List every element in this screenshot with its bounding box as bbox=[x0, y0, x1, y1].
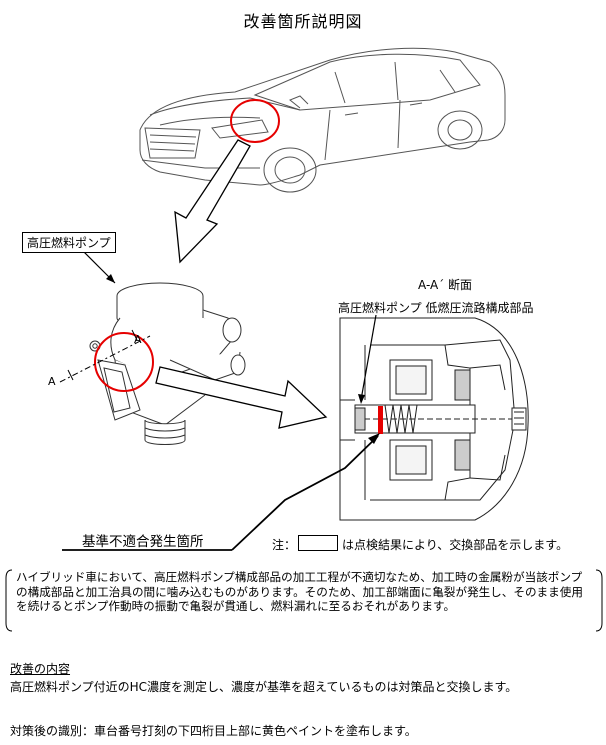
highlight-circle-car bbox=[230, 99, 280, 143]
section-highlight-part bbox=[378, 406, 383, 434]
arrow-car-to-pump bbox=[174, 139, 251, 264]
section-marker-a-left: A bbox=[48, 375, 56, 388]
page-title: 改善箇所説明図 bbox=[243, 12, 363, 31]
legend-box bbox=[298, 535, 338, 551]
improvement-body: 高圧燃料ポンプ付近のHC濃度を測定し、濃度が基準を超えているものは対策品と交換し… bbox=[10, 680, 518, 694]
legend-text: は点検結果により、交換部品を示します。 bbox=[342, 538, 569, 552]
description-text: ハイブリッド車において、高圧燃料ポンプ構成部品の加工工程が不適切なため、加工時の… bbox=[16, 570, 583, 613]
legend-prefix: 注： bbox=[272, 538, 297, 552]
bracket-frame bbox=[5, 569, 603, 632]
section-line bbox=[59, 335, 151, 383]
identification-text: 対策後の識別：車台番号打刻の下四桁目上部に黄色ペイントを塗布します。 bbox=[10, 724, 417, 738]
section-title: A-A´ 断面 bbox=[418, 278, 473, 292]
failure-point-label: 基準不適合発生箇所 bbox=[82, 534, 204, 550]
car-illustration bbox=[139, 47, 506, 193]
diagram-illustration bbox=[59, 47, 529, 551]
failure-point-leader bbox=[231, 435, 379, 551]
description-block: ハイブリッド車において、高圧燃料ポンプ構成部品の加工工程が不適切なため、加工時の… bbox=[5, 568, 603, 632]
fuel-pump-illustration bbox=[89, 282, 246, 445]
arrow-pump-to-section bbox=[155, 366, 328, 429]
section-view bbox=[339, 317, 529, 521]
pump-label-arrowhead bbox=[106, 274, 115, 283]
section-parts-leader bbox=[360, 314, 377, 401]
pump-label: 高圧燃料ポンプ bbox=[22, 232, 116, 253]
highlight-circle-pump bbox=[94, 332, 154, 392]
section-marker-a-right: A bbox=[134, 333, 142, 346]
improvement-heading: 改善の内容 bbox=[10, 662, 71, 676]
section-parts-label: 高圧燃料ポンプ 低燃圧流路構成部品 bbox=[338, 301, 534, 315]
